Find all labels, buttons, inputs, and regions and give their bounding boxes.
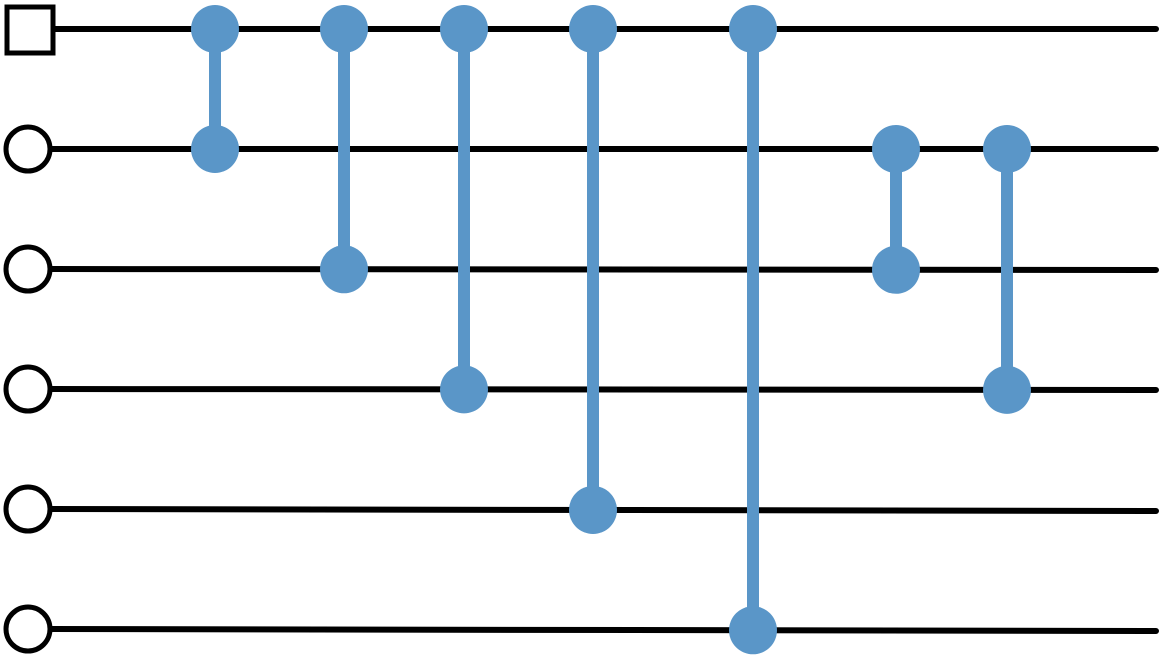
cz-control-dot-q4 <box>569 485 617 534</box>
cz-control-dot-q1 <box>983 125 1031 173</box>
cz-gate-6 <box>983 125 1031 414</box>
input-circle-marker-5 <box>3 604 53 654</box>
cz-control-dot-q5 <box>729 606 777 655</box>
cz-control-dot-q1 <box>191 125 239 173</box>
cz-gate-0 <box>191 5 239 173</box>
cz-control-dot-q1 <box>872 125 920 173</box>
input-circle-marker-3 <box>3 364 53 414</box>
cz-control-dot-q0 <box>191 5 239 53</box>
cz-control-dot-q0 <box>729 5 777 53</box>
qubit-wire-2 <box>49 266 1159 273</box>
cz-gates <box>191 5 1031 655</box>
cz-gate-3 <box>569 5 617 534</box>
cz-control-dot-q2 <box>872 245 920 294</box>
cz-control-dot-q3 <box>983 365 1031 414</box>
cz-control-dot-q0 <box>440 5 488 53</box>
qubit-wire-5 <box>49 626 1159 634</box>
cz-gate-1 <box>320 5 368 294</box>
input-circle-marker-1 <box>3 124 53 174</box>
cz-gate-4 <box>729 5 777 655</box>
cz-gate-5 <box>872 125 920 294</box>
cz-control-dot-q3 <box>440 365 488 414</box>
qubit-wire-3 <box>49 386 1159 393</box>
input-circle-marker-2 <box>3 244 53 294</box>
cz-gate-2 <box>440 5 488 414</box>
input-square-marker-0 <box>4 4 56 56</box>
cz-control-dot-q2 <box>320 245 368 294</box>
input-circle-marker-4 <box>3 484 53 534</box>
cz-control-dot-q0 <box>569 5 617 53</box>
input-markers <box>3 4 56 654</box>
cz-control-dot-q0 <box>320 5 368 53</box>
